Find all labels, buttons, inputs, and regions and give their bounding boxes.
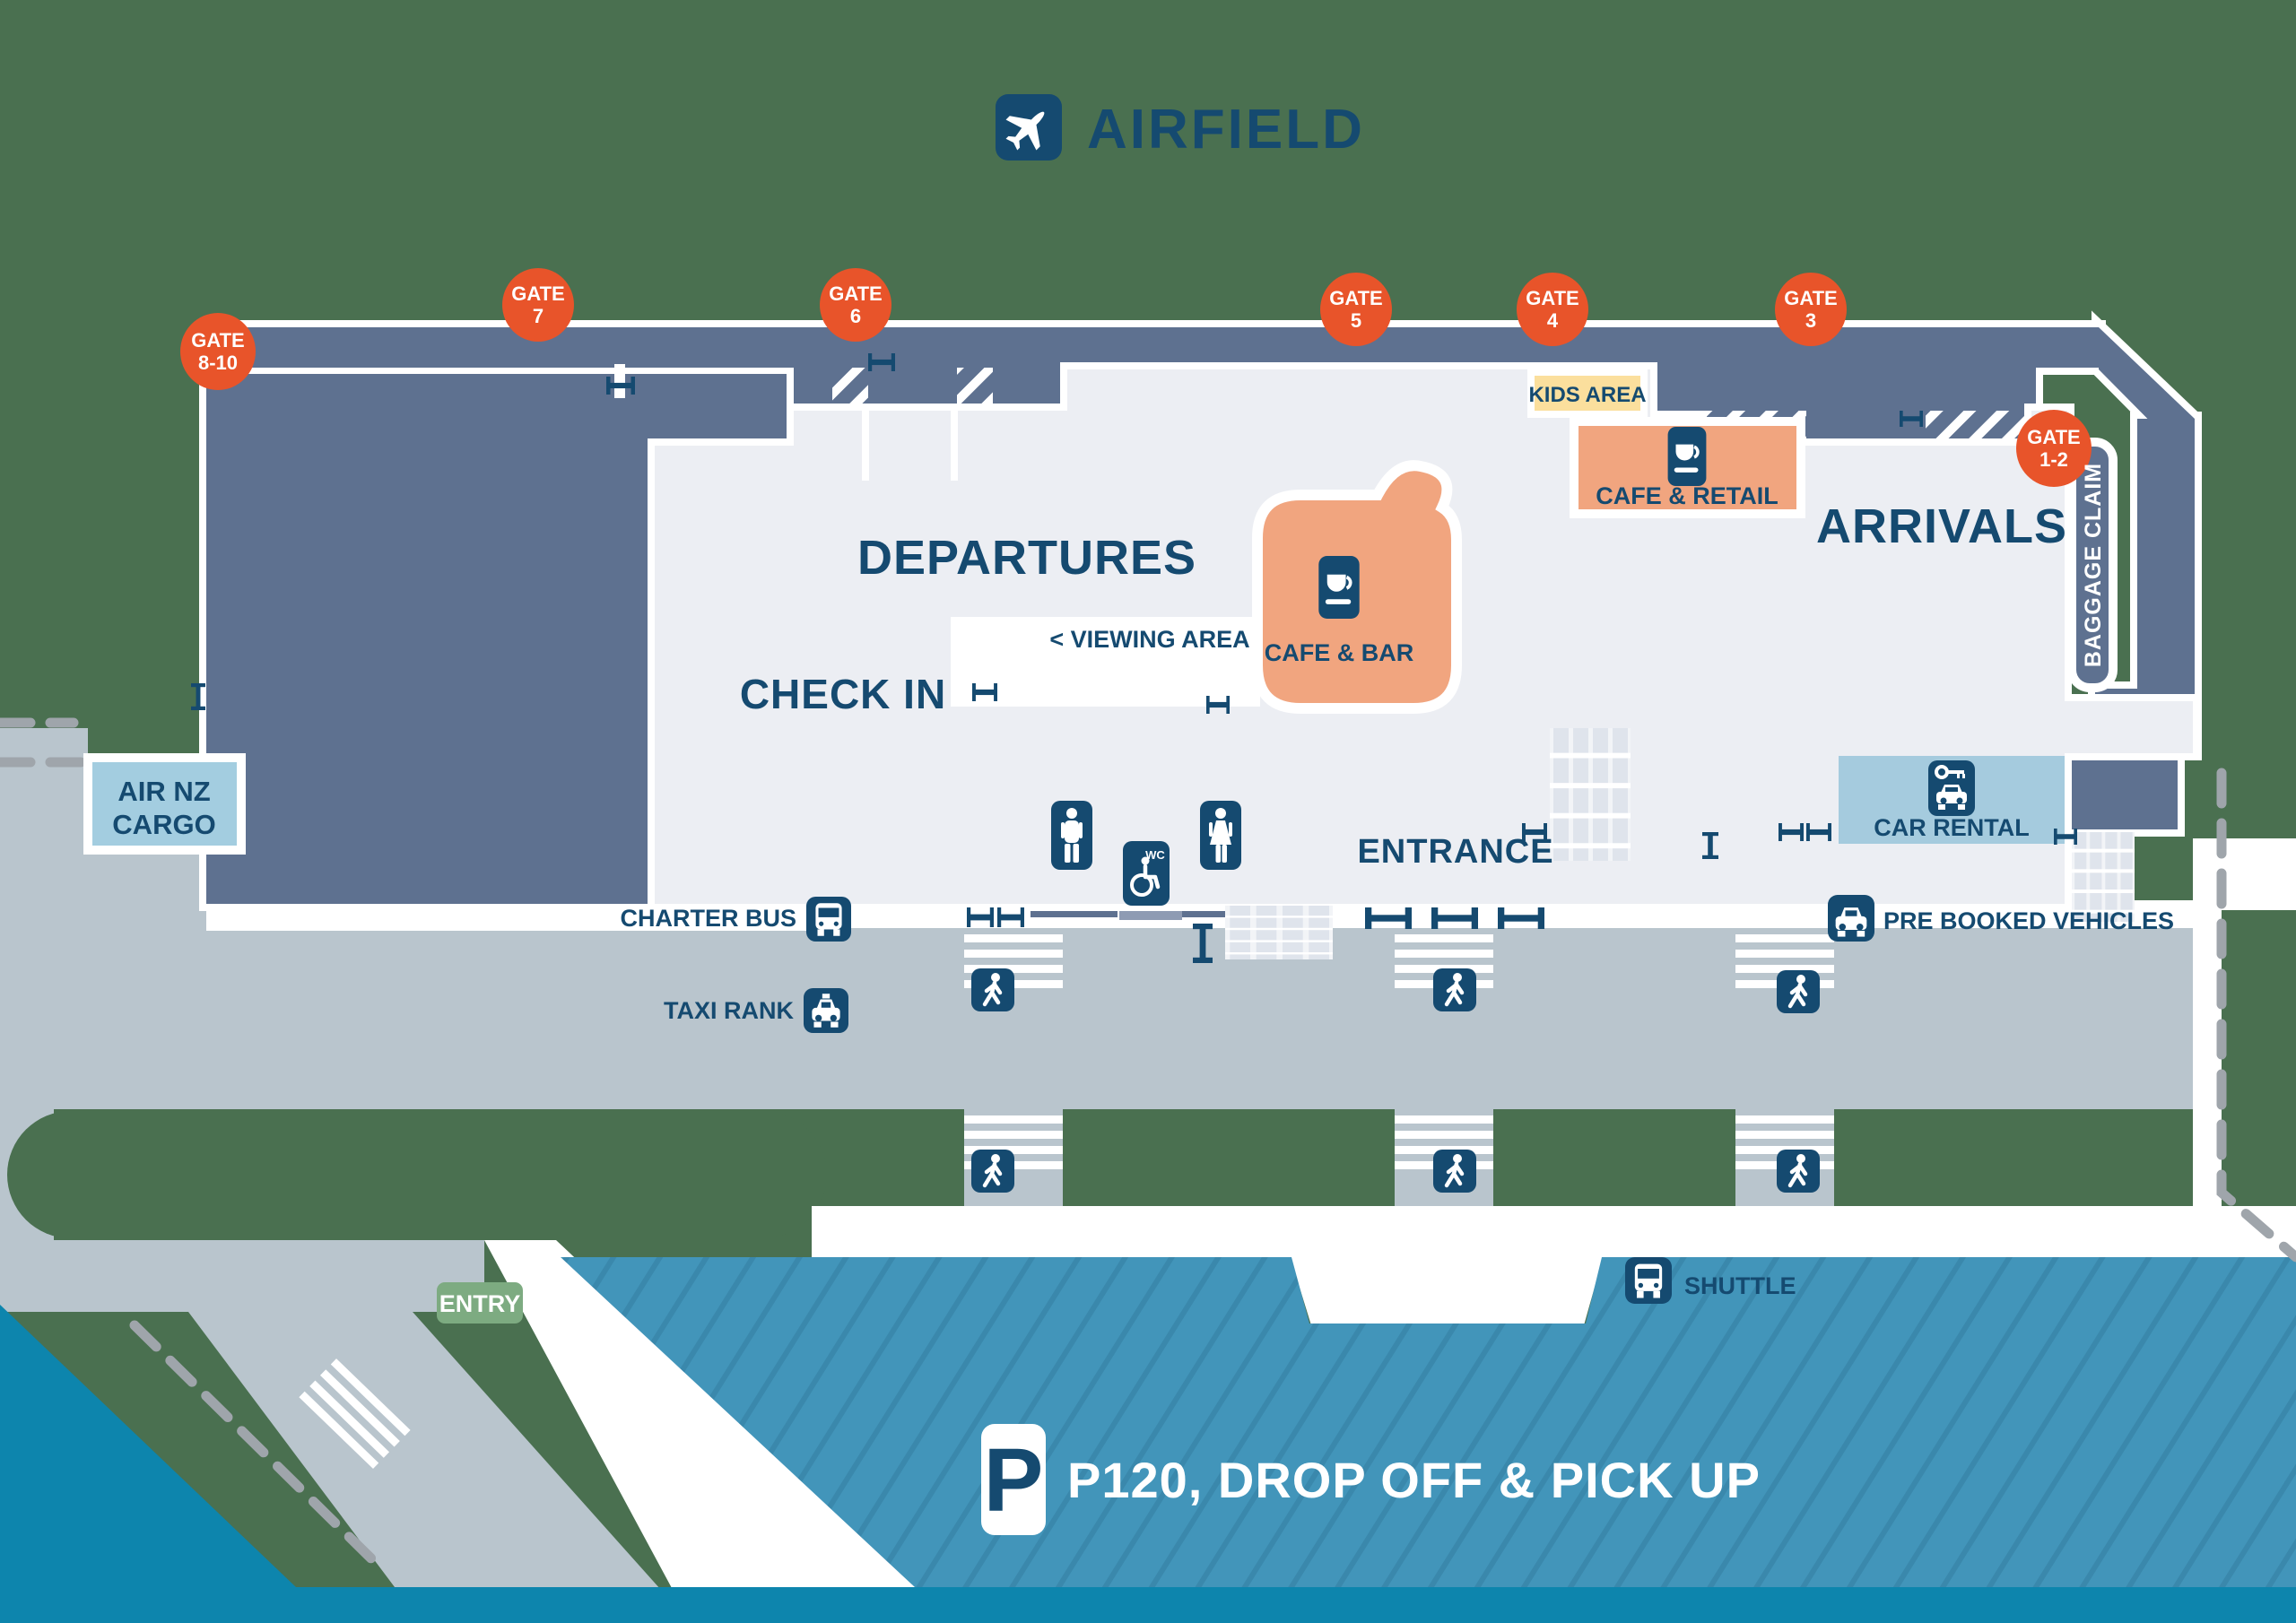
air-nz-cargo-box: [83, 753, 246, 855]
pedestrian-icon: [1433, 968, 1476, 1011]
map-title: AIRFIELD: [1087, 99, 1365, 161]
gate-badge-5: GATE 5: [1320, 273, 1392, 346]
stairs-entrance: [1550, 728, 1631, 861]
west-pier-block: [206, 374, 787, 904]
svg-text:GATE: GATE: [829, 282, 882, 305]
cafe-retail-label: CAFE & RETAIL: [1596, 482, 1779, 509]
parking-symbol: P: [984, 1430, 1044, 1531]
svg-text:GATE: GATE: [1784, 287, 1837, 309]
gate-badge-4: GATE 4: [1517, 273, 1588, 346]
pre-booked-vehicles-icon: [1828, 895, 1874, 942]
car-rental-label: CAR RENTAL: [1874, 814, 2029, 841]
svg-text:4: 4: [1547, 309, 1559, 332]
charter-bus-label: CHARTER BUS: [620, 905, 796, 932]
svg-text:5: 5: [1351, 309, 1361, 332]
airplane-icon: [996, 94, 1062, 161]
airfield-title: AIRFIELD: [996, 94, 1365, 161]
entrance-label: ENTRANCE: [1357, 833, 1553, 871]
pedestrian-icon: [1777, 1150, 1820, 1193]
kids-area-label: KIDS AREA: [1528, 383, 1646, 407]
svg-text:GATE: GATE: [511, 282, 564, 305]
pedestrian-icon: [1777, 970, 1820, 1013]
svg-text:WC: WC: [1145, 848, 1165, 862]
car-rental-icon: [1928, 760, 1975, 816]
departures-label: DEPARTURES: [857, 531, 1196, 585]
gate-badge-3: GATE 3: [1775, 273, 1847, 346]
gate-badge-7: GATE 7: [502, 268, 574, 342]
parking-label-group: P P120, DROP OFF & PICK UP: [981, 1424, 1761, 1535]
pre-booked-vehicles-label: PRE BOOKED VEHICLES: [1883, 907, 2174, 934]
pedestrian-icon: [971, 1150, 1014, 1193]
taxi-rank-icon: [804, 988, 848, 1033]
air-nz-cargo-label-line2: CARGO: [112, 809, 215, 840]
taxi-rank-label: TAXI RANK: [664, 997, 794, 1024]
gate-badges: GATE 8-10 GATE 7 GATE 6 GATE 5 GATE 4 GA…: [180, 268, 2092, 487]
gate-badge-6: GATE 6: [820, 268, 891, 342]
cafe-bar-cup-icon: [1318, 556, 1360, 619]
baggage-claim-belt: [2067, 438, 2118, 692]
pedestrian-icon: [1433, 1150, 1476, 1193]
accessible-wc-icon: WC: [1123, 841, 1170, 906]
charter-bus-icon: [806, 897, 851, 942]
svg-text:8-10: 8-10: [198, 352, 238, 374]
shuttle-label: SHUTTLE: [1684, 1272, 1796, 1299]
baggage-claim-label: BAGGAGE CLAIM: [2081, 463, 2106, 667]
stairs-west: [1225, 906, 1333, 959]
svg-text:6: 6: [850, 305, 861, 327]
svg-text:3: 3: [1805, 309, 1816, 332]
shuttle-bay: [1290, 1255, 1604, 1325]
shuttle-icon: [1625, 1257, 1672, 1304]
gate-badge-1-2: GATE 1-2: [2016, 410, 2092, 487]
viewing-area-label: < VIEWING AREA: [1049, 626, 1249, 653]
svg-text:GATE: GATE: [1329, 287, 1382, 309]
parking-label: P120, DROP OFF & PICK UP: [1067, 1452, 1761, 1508]
interior-details: [862, 411, 2135, 959]
womens-toilet-icon: [1200, 801, 1241, 870]
air-nz-cargo-label-line1: AIR NZ: [117, 776, 210, 807]
arrivals-label: ARRIVALS: [1816, 499, 2067, 553]
svg-text:1-2: 1-2: [2039, 448, 2068, 471]
pedestrian-icon: [971, 968, 1014, 1011]
cafe-retail-cup-icon: [1667, 427, 1707, 486]
check-in-label: CHECK IN: [740, 671, 946, 717]
viewing-area-recess: [951, 617, 1260, 707]
svg-text:GATE: GATE: [1526, 287, 1578, 309]
entry-label: ENTRY: [439, 1290, 521, 1317]
kids-area-box: [1527, 369, 1648, 418]
white-roads: [484, 838, 2296, 1623]
cafe-bar-label: CAFE & BAR: [1265, 639, 1414, 666]
parking-symbol-badge: [981, 1424, 1046, 1535]
entry-badge: ENTRY: [437, 1282, 523, 1324]
parking-access-road: [484, 1240, 964, 1623]
gate-badge-8-10: GATE 8-10: [180, 313, 256, 390]
boundary-dashes: [0, 717, 2296, 1576]
svg-text:7: 7: [533, 305, 544, 327]
mens-toilet-icon: [1051, 801, 1092, 870]
airside-band: [206, 327, 2099, 368]
svg-text:GATE: GATE: [191, 329, 244, 352]
water: [0, 1305, 2296, 1623]
road-median-island: [7, 1111, 827, 1238]
svg-text:GATE: GATE: [2027, 426, 2080, 448]
